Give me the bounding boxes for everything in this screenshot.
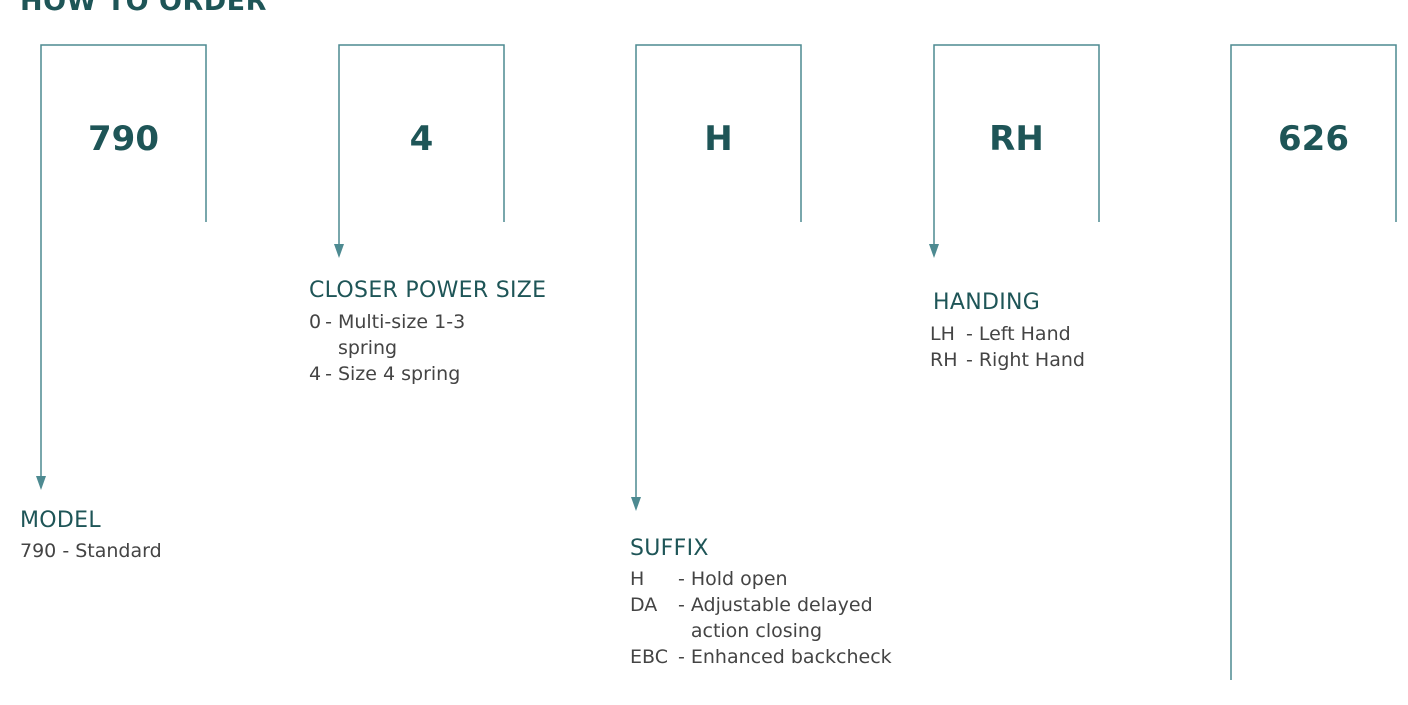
code-closer-power-size: 4 <box>409 119 434 159</box>
bracket-4 <box>338 44 505 246</box>
suffix-options: H - Hold open DA - Adjustable delayed ac… <box>630 566 892 670</box>
list-item-cont: action closing <box>630 618 892 644</box>
list-item-cont: spring <box>309 335 465 361</box>
handing-title: HANDING <box>933 290 1041 315</box>
list-item: DA - Adjustable delayed <box>630 592 892 618</box>
bracket-626 <box>1230 44 1397 680</box>
model-title: MODEL <box>20 508 101 533</box>
closer-power-size-options: 0 - Multi-size 1-3 spring 4 - Size 4 spr… <box>309 309 465 387</box>
option-code: EBC <box>630 646 668 668</box>
option-desc-cont: action closing <box>690 620 823 642</box>
handing-options: LH - Left Hand RH - Right Hand <box>930 321 1085 373</box>
option-desc: Multi-size 1-3 <box>337 311 466 333</box>
list-item: H - Hold open <box>630 566 892 592</box>
option-desc-cont: spring <box>337 337 398 359</box>
option-desc: Right Hand <box>978 349 1085 371</box>
bracket-790 <box>40 44 207 478</box>
list-item: RH - Right Hand <box>930 349 1085 371</box>
option-code: 4 <box>309 363 322 385</box>
option-desc: Adjustable delayed <box>690 594 873 616</box>
bracket-rh <box>933 44 1100 246</box>
model-option-desc: Standard <box>75 540 162 562</box>
page-title: HOW TO ORDER <box>20 0 267 17</box>
list-item: 4 - Size 4 spring <box>309 361 465 387</box>
closer-power-size-title: CLOSER POWER SIZE <box>309 278 547 303</box>
list-item: 0 - Multi-size 1-3 <box>309 311 466 333</box>
option-code: RH <box>930 349 958 371</box>
code-suffix: H <box>704 119 733 159</box>
code-handing: RH <box>989 119 1044 159</box>
option-desc: Hold open <box>690 568 788 590</box>
arrowhead-handing <box>929 244 939 258</box>
option-code: LH <box>930 323 955 345</box>
suffix-title: SUFFIX <box>630 536 709 561</box>
arrowhead-closer-power-size <box>334 244 344 258</box>
option-code: DA <box>630 594 658 616</box>
option-desc: Enhanced backcheck <box>690 646 892 668</box>
code-finish: 626 <box>1278 119 1349 159</box>
model-option-code: 790 <box>20 540 57 562</box>
option-desc: Size 4 spring <box>337 363 461 385</box>
arrowhead-model <box>36 476 46 490</box>
option-desc: Left Hand <box>978 323 1071 345</box>
option-code: 0 <box>309 311 322 333</box>
list-item: EBC - Enhanced backcheck <box>630 646 892 668</box>
model-options: 790 - Standard <box>20 540 162 562</box>
option-code: H <box>630 568 645 590</box>
list-item: LH - Left Hand <box>930 321 1085 347</box>
arrowhead-suffix <box>631 497 641 511</box>
code-model: 790 <box>88 119 159 159</box>
bracket-h <box>635 44 802 499</box>
